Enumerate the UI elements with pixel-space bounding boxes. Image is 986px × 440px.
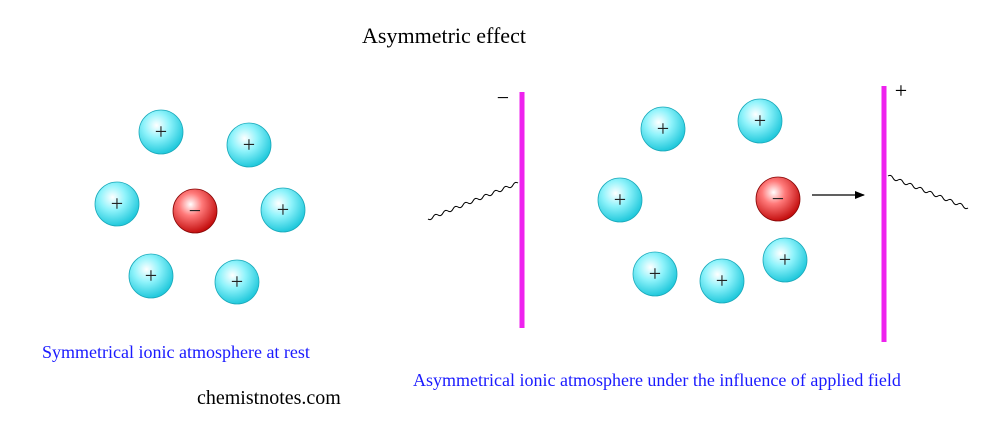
plus-sign: + [754, 108, 766, 133]
plus-sign: + [779, 247, 791, 272]
cation: + [699, 258, 745, 304]
cation: + [138, 109, 184, 155]
caption-symmetrical: Symmetrical ionic atmosphere at rest [42, 342, 310, 362]
plus-sign: + [155, 119, 167, 144]
cation: + [214, 259, 260, 305]
minus-sign: − [772, 186, 784, 211]
asymmetrical-atmosphere: + + + − + + + [597, 98, 808, 304]
cation: + [226, 122, 272, 168]
cation: + [94, 181, 140, 227]
caption-asymmetrical: Asymmetrical ionic atmosphere under the … [413, 370, 901, 390]
cation: + [597, 177, 643, 223]
negative-electrode-label: − [497, 85, 509, 110]
minus-sign: − [189, 198, 201, 223]
anion: − [172, 188, 218, 234]
plus-sign: + [145, 263, 157, 288]
anion: − [755, 176, 801, 222]
plus-sign: + [649, 261, 661, 286]
cation: + [762, 237, 808, 283]
cation: + [737, 98, 783, 144]
cation: + [260, 187, 306, 233]
plus-sign: + [716, 268, 728, 293]
plus-sign: + [243, 132, 255, 157]
diagram-title: Asymmetric effect [362, 23, 526, 48]
wavy-lead [887, 174, 969, 210]
plus-sign: + [111, 191, 123, 216]
negative-electrode: − [427, 85, 525, 328]
positive-electrode: + [881, 78, 969, 342]
wavy-lead [427, 181, 519, 221]
symmetrical-atmosphere: + + + − + + + [94, 109, 306, 305]
plus-sign: + [277, 197, 289, 222]
watermark: chemistnotes.com [197, 387, 341, 409]
cation: + [640, 106, 686, 152]
cation: + [128, 253, 174, 299]
plus-sign: + [614, 187, 626, 212]
plus-sign: + [657, 116, 669, 141]
positive-electrode-label: + [895, 78, 907, 103]
plus-sign: + [231, 269, 243, 294]
cation: + [632, 251, 678, 297]
